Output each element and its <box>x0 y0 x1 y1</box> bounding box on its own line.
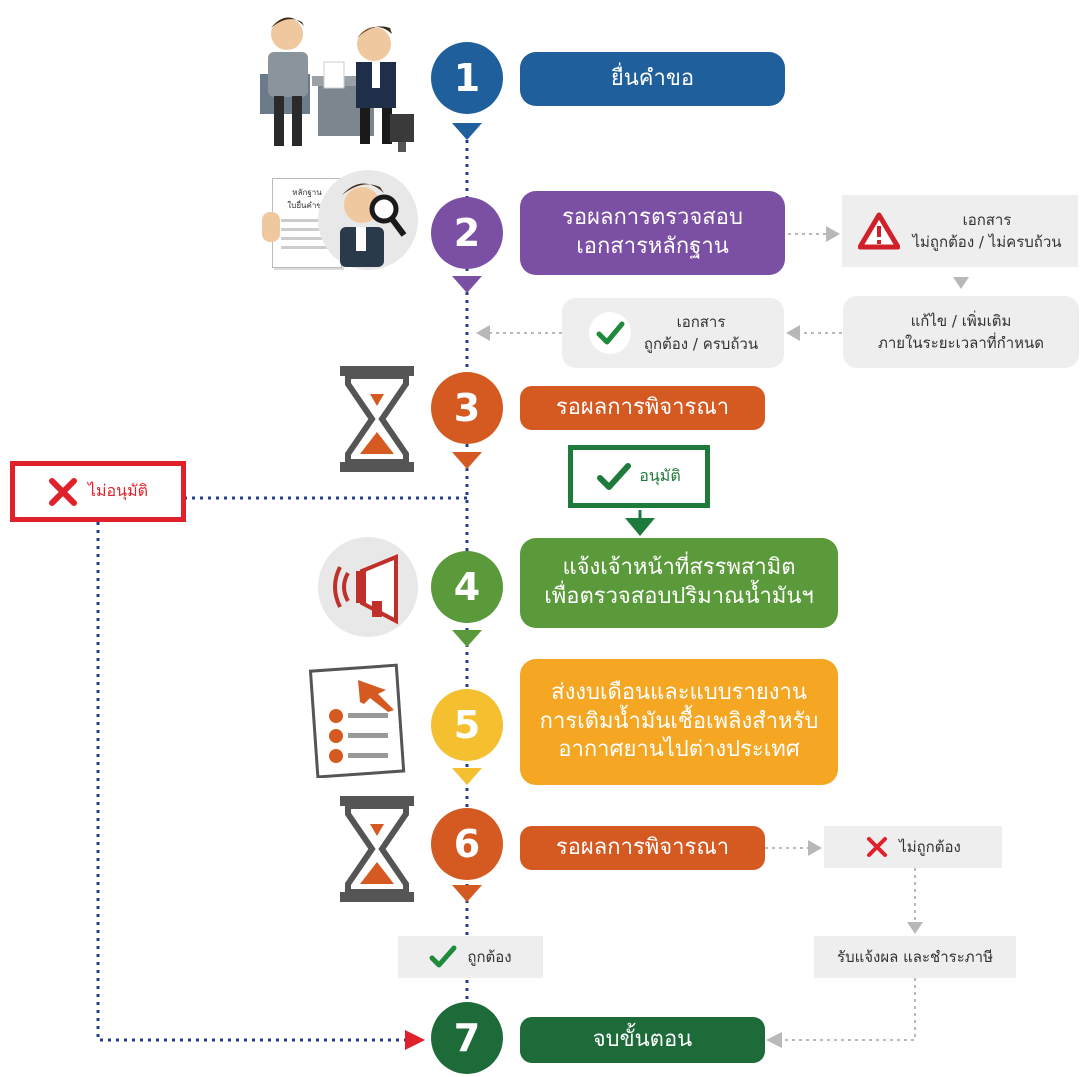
hand-icon <box>262 212 280 242</box>
step-number: 1 <box>453 56 481 100</box>
step-2-label: รอผลการตรวจสอบ เอกสารหลักฐาน <box>520 191 785 275</box>
checklist-plane-icon <box>308 663 406 778</box>
step-label-line: รอผลการตรวจสอบ <box>562 205 743 231</box>
step-6-arrow <box>452 885 482 902</box>
doc-incorrect-line: ไม่ถูกต้อง / ไม่ครบถ้วน <box>912 233 1062 251</box>
cross-icon <box>867 837 888 857</box>
tax-to-end-arrow <box>766 1032 782 1048</box>
step-4-arrow <box>452 630 482 647</box>
tax-notice-box: รับแจ้งผล และชำระภาษี <box>814 936 1016 978</box>
fix-to-correct-arrow <box>786 325 800 341</box>
step6-to-incorrect-arrow <box>808 840 822 856</box>
approved-box: อนุมัติ <box>568 445 710 508</box>
step-label-line: อากาศยานไปต่างประเทศ <box>558 737 800 763</box>
step-5-circle: 5 <box>431 689 503 761</box>
step-7-circle: 7 <box>431 1002 503 1074</box>
doc-incorrect-box: เอกสาร ไม่ถูกต้อง / ไม่ครบถ้วน <box>842 195 1078 267</box>
step-number: 5 <box>453 703 481 747</box>
step-5-arrow <box>452 768 482 785</box>
step-6-label: รอผลการพิจารณา <box>520 826 765 870</box>
step-label-line: ส่งงบเดือนและแบบรายงาน <box>551 680 807 706</box>
step-label-line: เพื่อตรวจสอบปริมาณน้ำมันฯ <box>544 584 814 609</box>
tax-to-end-line <box>782 978 916 1041</box>
reject-arrow-head <box>405 1030 425 1050</box>
step6-correct-box: ถูกต้อง <box>398 936 543 978</box>
check-circle-icon <box>588 312 631 354</box>
check-icon <box>597 462 632 490</box>
step-label-line: จบขั้นตอน <box>592 1026 693 1052</box>
step-2-arrow <box>452 276 482 293</box>
step6-correct-label: ถูกต้อง <box>467 947 512 966</box>
step-number: 7 <box>453 1016 481 1060</box>
step-1-label: ยื่นคำขอ <box>520 52 785 106</box>
doc-fix-line: ภายในระยะเวลาที่กำหนด <box>877 334 1045 352</box>
step-label-line: ยื่นคำขอ <box>610 65 695 91</box>
hourglass-icon <box>340 796 414 902</box>
step-3-arrow <box>452 452 482 469</box>
tax-notice-label: รับแจ้งผล และชำระภาษี <box>837 947 993 966</box>
doc-fix-line: แก้ไข / เพิ่มเติม <box>910 311 1012 330</box>
hourglass-icon <box>340 366 414 472</box>
businessmen-meeting-icon <box>260 17 414 152</box>
step-label-line: การเติมน้ำมันเชื้อเพลิงสำหรับ <box>539 708 819 734</box>
to-fix-arrow <box>953 277 969 289</box>
approve-arrow-head <box>625 518 655 536</box>
step-7-label: จบขั้นตอน <box>520 1017 765 1063</box>
step-3-circle: 3 <box>431 372 503 444</box>
check-icon <box>429 945 457 968</box>
step-2-circle: 2 <box>431 197 503 269</box>
warning-icon <box>858 212 901 250</box>
step-3-label: รอผลการพิจารณา <box>520 386 765 430</box>
step-number: 4 <box>453 565 481 609</box>
step-label-line: แจ้งเจ้าหน้าที่สรรพสามิต <box>562 555 796 581</box>
not-approved-box: ไม่อนุมัติ <box>10 461 186 522</box>
inspector-magnifier-icon <box>318 170 418 270</box>
step-number: 2 <box>453 211 481 255</box>
reject-path-down <box>96 522 405 1042</box>
step6-incorrect-box: ไม่ถูกต้อง <box>824 826 1002 868</box>
step-1-arrow <box>452 123 482 140</box>
step-4-label: แจ้งเจ้าหน้าที่สรรพสามิต เพื่อตรวจสอบปริ… <box>520 538 838 628</box>
doc-illustration-line: หลักฐาน <box>292 188 322 197</box>
doc-illustration-line: ใบยื่นคำขอ <box>287 200 327 210</box>
approved-label: อนุมัติ <box>639 466 681 485</box>
step-number: 6 <box>453 822 481 866</box>
step-4-circle: 4 <box>431 551 503 623</box>
correct-to-spine-arrow <box>476 325 490 341</box>
step-1-circle: 1 <box>431 42 503 114</box>
not-approved-label: ไม่อนุมัติ <box>87 481 149 500</box>
incorrect-to-tax-arrow <box>907 922 923 934</box>
step-label-line: รอผลการพิจารณา <box>555 394 730 420</box>
step-label-line: รอผลการพิจารณา <box>555 834 730 860</box>
to-incorrect-arrow <box>826 226 840 242</box>
step-5-label: ส่งงบเดือนและแบบรายงาน การเติมน้ำมันเชื้… <box>520 659 838 785</box>
doc-correct-line: เอกสาร <box>676 312 726 331</box>
step-6-circle: 6 <box>431 808 503 880</box>
cross-icon <box>48 477 77 506</box>
megaphone-icon <box>318 537 418 637</box>
step6-incorrect-label: ไม่ถูกต้อง <box>899 837 961 856</box>
doc-correct-line: ถูกต้อง / ครบถ้วน <box>643 335 759 353</box>
doc-correct-box: เอกสาร ถูกต้อง / ครบถ้วน <box>562 298 784 368</box>
doc-fix-box: แก้ไข / เพิ่มเติม ภายในระยะเวลาที่กำหนด <box>843 296 1079 368</box>
doc-incorrect-line: เอกสาร <box>962 210 1012 229</box>
step-number: 3 <box>453 386 481 430</box>
step-label-line: เอกสารหลักฐาน <box>576 234 729 259</box>
